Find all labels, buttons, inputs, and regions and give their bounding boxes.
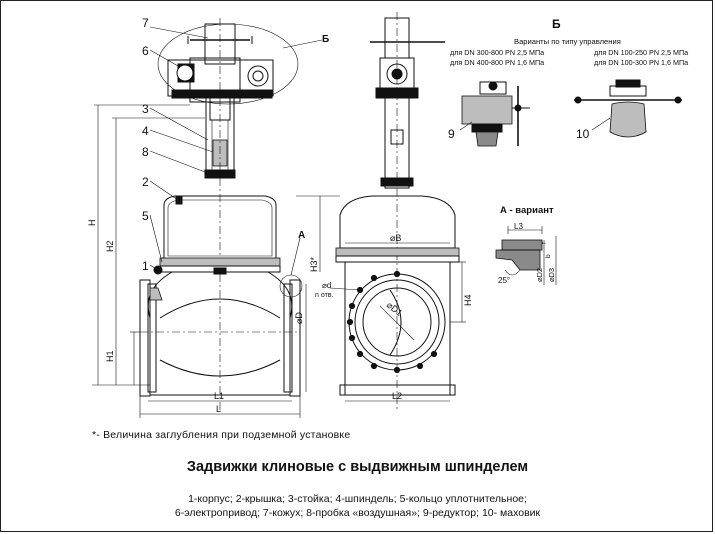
dim-h1: H1 [105, 350, 115, 362]
label-detail-a: А [298, 230, 305, 241]
detail-b-title: Б [552, 17, 561, 31]
dim-d1: ⌀D1 [385, 300, 405, 318]
detail-a-variant [495, 226, 557, 285]
callout-9: 9 [448, 127, 455, 141]
variant-right-1: для DN 100-250 PN 2,5 МПа [594, 48, 688, 57]
detail-b-caption: Варианты по типу управления [514, 37, 621, 46]
footnote: *- Величина заглубления при подземной ус… [92, 429, 351, 441]
label-detail-b: Б [322, 34, 329, 45]
callout-8: 8 [142, 145, 149, 159]
variant-left-1: для DN 300-800 PN 2,5 МПа [450, 48, 544, 57]
dim-h4: H4 [463, 294, 473, 306]
callout-5: 5 [142, 209, 149, 223]
parts-legend-line-1: 1-корпус; 2-крышка; 3-стойка; 4-шпиндель… [188, 493, 527, 505]
callout-4: 4 [142, 124, 149, 138]
dim-h2: H2 [105, 240, 115, 252]
callout-3: 3 [142, 102, 149, 116]
callout-2: 2 [142, 175, 149, 189]
dim-d-small: ⌀d [322, 281, 331, 290]
variant-right-2: для DN 100-300 PN 1,6 МПа [594, 58, 688, 67]
dim-l: L [216, 404, 221, 414]
dim-db: ⌀B [390, 233, 401, 243]
dim-h: H [87, 220, 97, 227]
dim-l1: L1 [214, 391, 224, 401]
flange-bolt-holes [346, 270, 438, 374]
detail-b-variants [459, 79, 682, 147]
view-labels: Б А Б А - вариант [298, 17, 561, 241]
dim-d: ⌀D [294, 312, 304, 324]
dim-d3: ⌀D3 [547, 268, 556, 282]
callout-6: 6 [142, 44, 149, 58]
callout-1: 1 [142, 259, 149, 273]
parts-legend-line-2: 6-электропривод; 7-кожух; 8-пробка «возд… [174, 507, 541, 519]
dim-angle: 25° [498, 276, 510, 285]
callout-10: 10 [576, 127, 590, 141]
detail-b-texts: Варианты по типу управления для DN 300-8… [450, 37, 688, 67]
dim-n-holes: n отв. [315, 292, 334, 299]
dim-d2: ⌀D2 [535, 268, 544, 282]
detail-a-title: А - вариант [500, 205, 554, 216]
dim-f: f [541, 242, 548, 244]
part-callouts: 7 6 3 4 8 2 5 1 9 10 [142, 16, 590, 273]
callout-7: 7 [142, 16, 149, 30]
drawing-title: Задвижки клиновые с выдвижным шпинделем [186, 459, 529, 475]
dim-h3: H3* [309, 256, 319, 272]
front-view [329, 12, 466, 410]
dim-l3: L3 [514, 222, 523, 231]
dim-b: b [545, 254, 552, 258]
side-section-view [92, 18, 340, 418]
dimension-labels: H H2 H1 H3* L1 L L2 ⌀B ⌀D ⌀D1 H4 ⌀d n от… [87, 220, 556, 415]
dim-l2: L2 [392, 391, 402, 401]
variant-left-2: для DN 400-800 PN 1,6 МПа [450, 58, 544, 67]
